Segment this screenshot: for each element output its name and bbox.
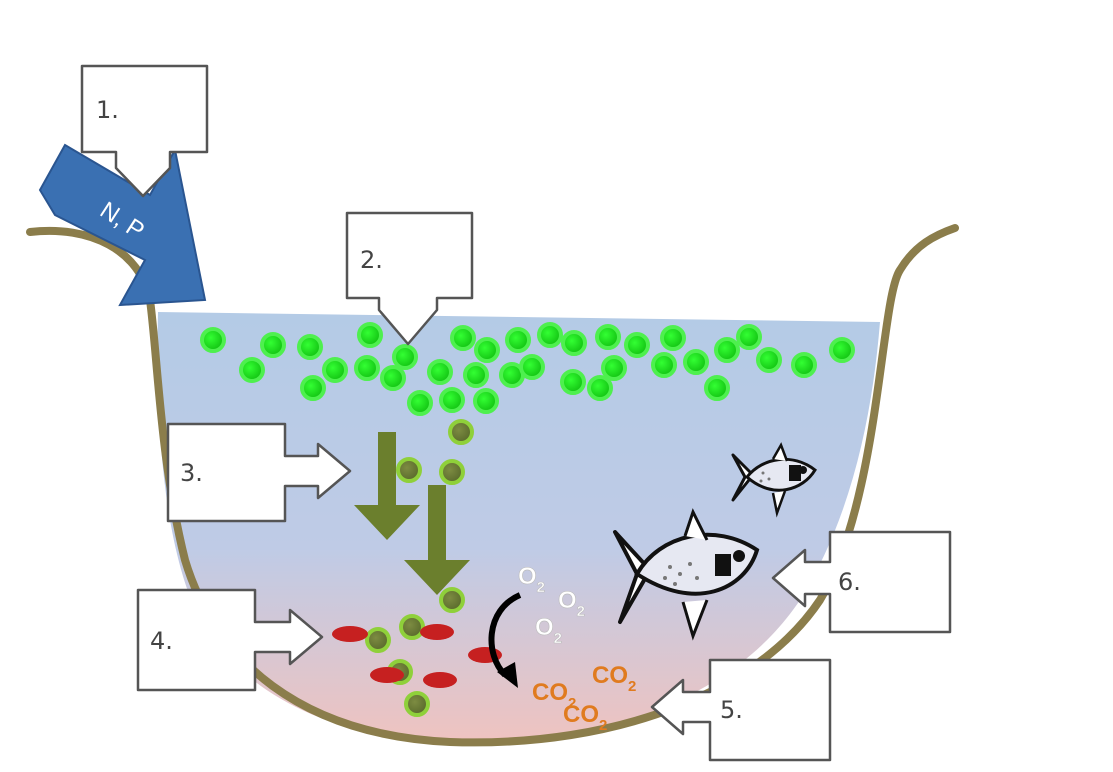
callout-label: 5. xyxy=(720,696,743,724)
o2-label: O2 xyxy=(558,587,585,620)
callout-label: 3. xyxy=(180,459,203,487)
carbon-dioxide-labels: CO2 CO2 CO2 xyxy=(532,662,636,734)
algae-cell xyxy=(519,354,545,380)
algae-cell xyxy=(505,327,531,353)
sediment-particle xyxy=(332,626,368,642)
algae-cell xyxy=(474,337,500,363)
pond-rim xyxy=(26,224,959,747)
decomposition-arrow xyxy=(488,592,522,688)
sink-arrow xyxy=(404,485,470,595)
sediment-particle xyxy=(423,672,457,688)
sediment-particle xyxy=(370,667,404,683)
sink-arrow xyxy=(354,432,420,540)
algae-cell xyxy=(354,355,380,381)
dead-algae-cell xyxy=(365,627,391,653)
algae-cell xyxy=(561,330,587,356)
co2-label: CO2 xyxy=(532,679,576,712)
callout-2: 2. xyxy=(345,211,474,346)
algae-cell xyxy=(791,352,817,378)
small-fish-icon xyxy=(731,442,817,518)
algae-cell xyxy=(829,337,855,363)
algae-cell xyxy=(537,322,563,348)
algae-cell xyxy=(300,375,326,401)
callout-5: 5. xyxy=(650,658,832,762)
algae-cell xyxy=(463,362,489,388)
callout-4: 4. xyxy=(136,588,324,692)
algae-cell xyxy=(601,355,627,381)
dead-algae-cell xyxy=(439,459,465,485)
algae-cell xyxy=(736,324,762,350)
algae-cell xyxy=(560,369,586,395)
algae-cell xyxy=(239,357,265,383)
callout-label: 1. xyxy=(96,96,119,124)
algae-cell xyxy=(587,375,613,401)
algae-cell xyxy=(297,334,323,360)
algae-cell xyxy=(427,359,453,385)
algae-cell xyxy=(439,387,465,413)
algae-cell xyxy=(595,324,621,350)
callout-label: 4. xyxy=(150,627,173,655)
algae-cell xyxy=(392,344,418,370)
algae-cell xyxy=(624,332,650,358)
algae-cell xyxy=(450,325,476,351)
dead-algae-cell xyxy=(439,587,465,613)
co2-label: CO2 xyxy=(563,701,607,734)
dead-algae-cell xyxy=(448,419,474,445)
o2-label: O2 xyxy=(518,563,545,596)
algae-cell xyxy=(322,357,348,383)
algae-cell xyxy=(704,375,730,401)
dead-algae-cell xyxy=(399,614,425,640)
sinking-arrows xyxy=(354,432,470,595)
callout-label: 2. xyxy=(360,246,383,274)
nutrient-inflow-arrow: N, P xyxy=(38,143,207,307)
dead-algae-cell xyxy=(396,457,422,483)
o2-label: O2 xyxy=(535,614,562,647)
algae-cell xyxy=(756,347,782,373)
callout-6: 6. xyxy=(771,530,952,634)
callout-label: 6. xyxy=(838,568,861,596)
algae-cell xyxy=(380,365,406,391)
algae-cell xyxy=(714,337,740,363)
dead-algae-cell xyxy=(404,691,430,717)
large-fish-icon xyxy=(613,508,760,641)
algae-cell xyxy=(407,390,433,416)
sediment-particle xyxy=(420,624,454,640)
callout-3: 3. xyxy=(166,422,352,523)
algae-cell xyxy=(357,322,383,348)
co2-label: CO2 xyxy=(592,662,636,695)
algae-cell xyxy=(260,332,286,358)
callout-1: 1. xyxy=(80,64,209,198)
algae-cell xyxy=(200,327,226,353)
algae-bloom xyxy=(200,322,855,416)
algae-cell xyxy=(473,388,499,414)
algae-cell xyxy=(660,325,686,351)
algae-cell xyxy=(651,352,677,378)
algae-cell xyxy=(683,349,709,375)
oxygen-labels: O2 O2 O2 xyxy=(518,563,586,648)
